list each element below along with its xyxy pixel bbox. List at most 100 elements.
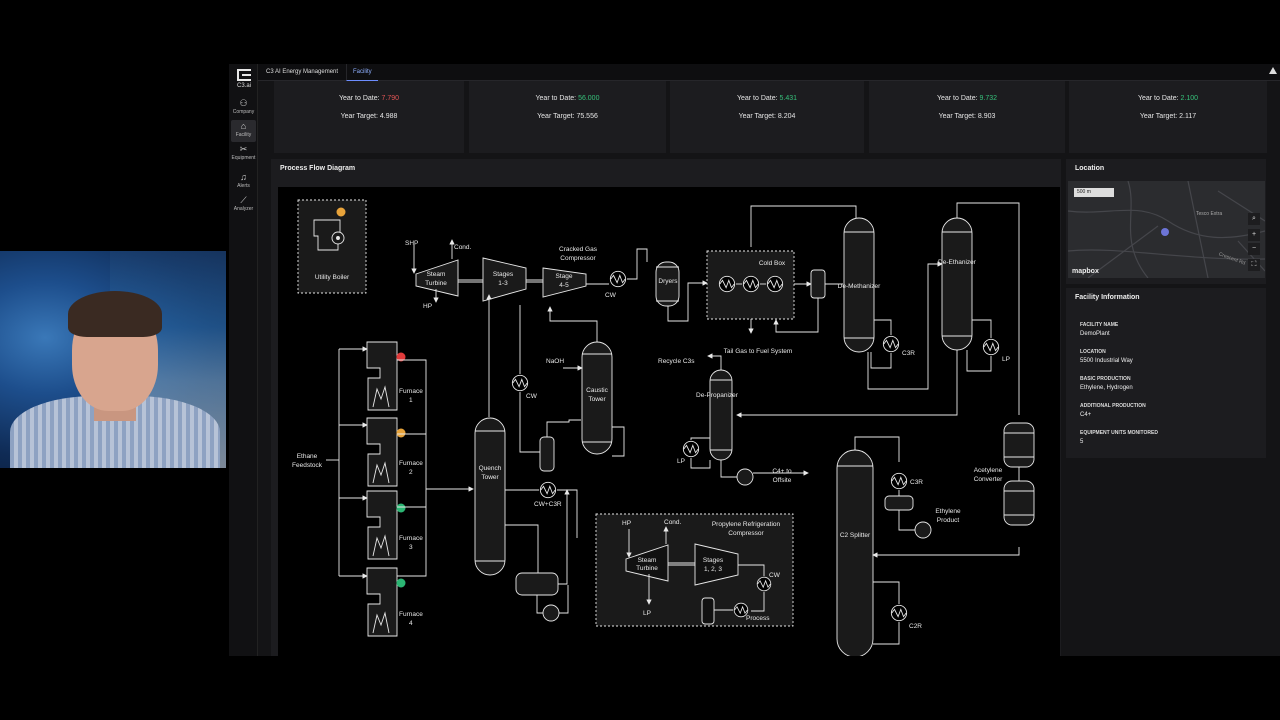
kpi-card-2: Year to Date: 56.000 Year Target: 75.556 — [469, 81, 666, 153]
map-search-icon[interactable]: ⌕ — [1248, 213, 1260, 225]
ethylene-pump[interactable] — [914, 521, 932, 539]
logo-text: C3.ai — [236, 83, 251, 89]
furnace-4-number: 4 — [409, 620, 413, 627]
c4-pump[interactable] — [736, 468, 754, 486]
kpi-ytd: Year to Date: 2.100 — [1069, 95, 1267, 102]
kpi-ytd-label: Year to Date: — [736, 95, 778, 102]
mapbox-logo[interactable]: mapbox — [1072, 268, 1099, 275]
sidebar: C3.ai ⚇ Company ⌂ Facility ✂ Equipment ♫… — [229, 64, 258, 656]
map-fullscreen-icon[interactable]: ⛶ — [1248, 259, 1260, 271]
prc-cw-label: CW — [769, 572, 781, 579]
kpi-target: Year Target: 4.988 — [340, 113, 398, 120]
sidebar-item-equipment[interactable]: ✂ Equipment — [231, 143, 256, 165]
kpi-ytd-label: Year to Date: — [936, 95, 978, 102]
kpi-target: Year Target: 2.117 — [1139, 113, 1197, 120]
hp-label: HP — [423, 303, 432, 310]
info-key: ADDITIONAL PRODUCTION — [1080, 403, 1146, 409]
kpi-ytd-label: Year to Date: — [1137, 95, 1179, 102]
cgc-cw-exchanger[interactable] — [609, 270, 627, 288]
c3-logo[interactable]: C3.ai — [233, 69, 255, 89]
sidebar-item-label: Analyzer — [233, 206, 254, 212]
acetylene-label: Acetylene — [974, 467, 1003, 474]
quench-water-drum[interactable] — [515, 572, 559, 596]
facility-location-marker[interactable] — [1161, 228, 1169, 236]
furnace-3-number: 3 — [409, 544, 413, 551]
utility-boiler-label: Utility Boiler — [315, 274, 350, 281]
c4-label: C4+ to — [772, 468, 792, 475]
propylene-refrigeration-compressor[interactable]: Propylene Refrigeration Compressor Steam… — [595, 513, 794, 627]
prc-stages-label-2: 1, 2, 3 — [704, 566, 722, 573]
kpi-ytd: Year to Date: 5.431 — [670, 95, 864, 102]
demethanizer-column[interactable]: De-Methanizer — [838, 217, 881, 353]
location-map[interactable]: 500 m Tesco Extra Crescent Rd mapbox ⌕ +… — [1068, 181, 1265, 278]
furnace-4-label: Furnace — [399, 611, 423, 618]
kpi-ytd-value: 5.431 — [779, 95, 798, 102]
cold-box[interactable]: Cold Box — [706, 250, 795, 320]
kpi-ytd-value: 7.790 — [381, 95, 400, 102]
furnace-4[interactable]: Furnace 4 — [339, 567, 423, 637]
app-title: C3 AI Energy Management — [266, 69, 339, 75]
tools-icon: ✂ — [239, 144, 248, 154]
kpi-ytd: Year to Date: 7.790 — [274, 95, 464, 102]
kpi-card-1: Year to Date: 7.790 Year Target: 4.988 — [274, 81, 464, 153]
stages-1-3-label: Stages — [493, 271, 514, 278]
sidebar-item-facility[interactable]: ⌂ Facility — [231, 120, 256, 142]
quench-cw-c3r-exchanger[interactable] — [539, 481, 557, 499]
dryers-label: Dryers — [658, 278, 678, 285]
cracked-gas-compressor-train[interactable]: Steam Turbine Stages 1-3 Stage 4-5 Crack… — [405, 239, 598, 310]
c2-splitter-condenser[interactable] — [890, 472, 908, 490]
sidebar-item-label: Equipment — [231, 155, 256, 161]
reflux-drum[interactable] — [810, 269, 826, 299]
prc-lp-label: LP — [643, 610, 651, 617]
c2-reflux-drum[interactable] — [884, 495, 914, 511]
c2-splitter-reboiler[interactable] — [890, 604, 908, 622]
process-flow-title: Process Flow Diagram — [280, 165, 356, 172]
c2-splitter-label: C2 Splitter — [840, 532, 871, 539]
prc-label: Propylene Refrigeration — [712, 521, 781, 528]
warning-icon[interactable] — [1269, 67, 1277, 74]
deethanizer-column[interactable]: De-Ethanizer — [938, 217, 977, 351]
tail-gas-label: Tail Gas to Fuel System — [724, 348, 793, 355]
tab-facility[interactable]: Facility — [346, 64, 378, 81]
caustic-tower[interactable]: Caustic Tower — [581, 341, 613, 455]
prc-steam-turbine-label-2: Turbine — [636, 565, 658, 572]
info-key: BASIC PRODUCTION — [1080, 376, 1131, 382]
condensate-drum[interactable] — [539, 436, 555, 472]
boiler-status-dot — [336, 207, 346, 217]
cond-label: Cond. — [454, 244, 472, 251]
sidebar-item-company[interactable]: ⚇ Company — [231, 97, 256, 119]
sidebar-item-analyzer[interactable]: ⟋ Analyzer — [231, 194, 256, 216]
recycle-c3s-label: Recycle C3s — [658, 358, 695, 365]
furnace-2[interactable]: Furnace 2 — [339, 417, 423, 487]
demethanizer-reboiler[interactable] — [882, 335, 900, 353]
info-key: LOCATION — [1080, 349, 1106, 355]
furnace-3[interactable]: Furnace 3 — [339, 490, 423, 560]
stages-1-3-label-2: 1-3 — [498, 280, 508, 287]
furnace-1[interactable]: Furnace 1 — [339, 341, 423, 411]
furnace-3-status-dot — [396, 503, 406, 513]
shp-label: SHP — [405, 240, 418, 247]
kpi-ytd: Year to Date: 56.000 — [469, 95, 666, 102]
chart-line-icon: ⟋ — [240, 195, 247, 205]
dryers[interactable]: Dryers — [655, 261, 680, 307]
furnace-1-label: Furnace — [399, 388, 423, 395]
stage-4-5-label-2: 4-5 — [559, 282, 569, 289]
c2-splitter-column[interactable]: C2 Splitter — [836, 449, 874, 656]
quench-pump[interactable] — [542, 604, 560, 622]
info-value: 5 — [1080, 439, 1084, 445]
quench-cw-exchanger[interactable] — [511, 374, 529, 392]
kpi-target: Year Target: 75.556 — [537, 113, 598, 120]
depropanizer-reboiler[interactable] — [682, 440, 700, 458]
utility-boiler[interactable]: Utility Boiler — [297, 199, 367, 294]
depropanizer-column[interactable]: De-Propanizer — [696, 369, 739, 461]
map-zoom-in-button[interactable]: + — [1248, 229, 1260, 241]
acetylene-converter[interactable]: Acetylene Converter — [974, 422, 1035, 526]
quench-tower[interactable]: Quench Tower — [474, 417, 506, 576]
steam-turbine-label-2: Turbine — [425, 280, 447, 287]
c3-logo-icon — [237, 69, 251, 81]
map-place-label: Tesco Extra — [1196, 211, 1223, 217]
map-zoom-out-button[interactable]: − — [1248, 243, 1260, 255]
deethanizer-reboiler[interactable] — [982, 338, 1000, 356]
sidebar-item-alerts[interactable]: ♫ Alerts — [231, 171, 256, 193]
cw-c3r-label: CW+C3R — [534, 501, 562, 508]
